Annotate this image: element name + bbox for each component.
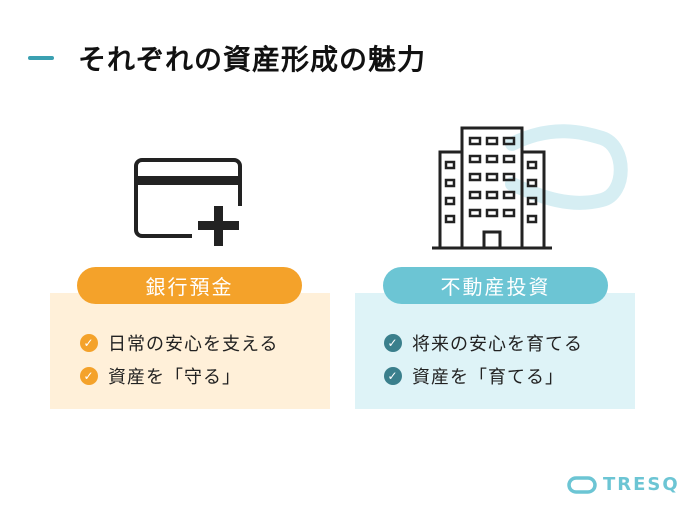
check-circle-icon: ✓ <box>80 366 98 385</box>
list-item-text: 将来の安心を育てる <box>412 333 583 355</box>
real-estate-benefits: ✓ 将来の安心を育てる ✓ 資産を「育てる」 <box>384 326 583 392</box>
check-circle-icon: ✓ <box>384 333 402 352</box>
page-title: それぞれの資産形成の魅力 <box>78 43 427 76</box>
list-item-text: 資産を「守る」 <box>108 366 241 388</box>
title-accent-bar <box>28 56 54 60</box>
loop-logo-icon <box>567 475 597 494</box>
page-title-row: それぞれの資産形成の魅力 <box>28 38 426 78</box>
real-estate-label: 不動産投資 <box>383 267 608 304</box>
list-item: ✓ 資産を「育てる」 <box>384 359 583 392</box>
logo-text: TRESQ <box>603 474 680 495</box>
bank-deposit-label: 銀行預金 <box>77 267 302 304</box>
list-item: ✓ 日常の安心を支える <box>80 326 278 359</box>
bank-deposit-benefits: ✓ 日常の安心を支える ✓ 資産を「守る」 <box>80 326 278 392</box>
list-item-text: 日常の安心を支える <box>108 333 279 355</box>
real-estate-panel <box>355 293 635 409</box>
tresq-logo: TRESQ <box>567 474 680 495</box>
apartment-building-icon <box>432 124 628 250</box>
list-item: ✓ 資産を「守る」 <box>80 359 278 392</box>
bank-deposit-panel <box>50 293 330 409</box>
check-circle-icon: ✓ <box>80 333 98 352</box>
list-item: ✓ 将来の安心を育てる <box>384 326 583 359</box>
check-circle-icon: ✓ <box>384 366 402 385</box>
credit-card-plus-icon <box>134 158 242 246</box>
list-item-text: 資産を「育てる」 <box>412 366 564 388</box>
